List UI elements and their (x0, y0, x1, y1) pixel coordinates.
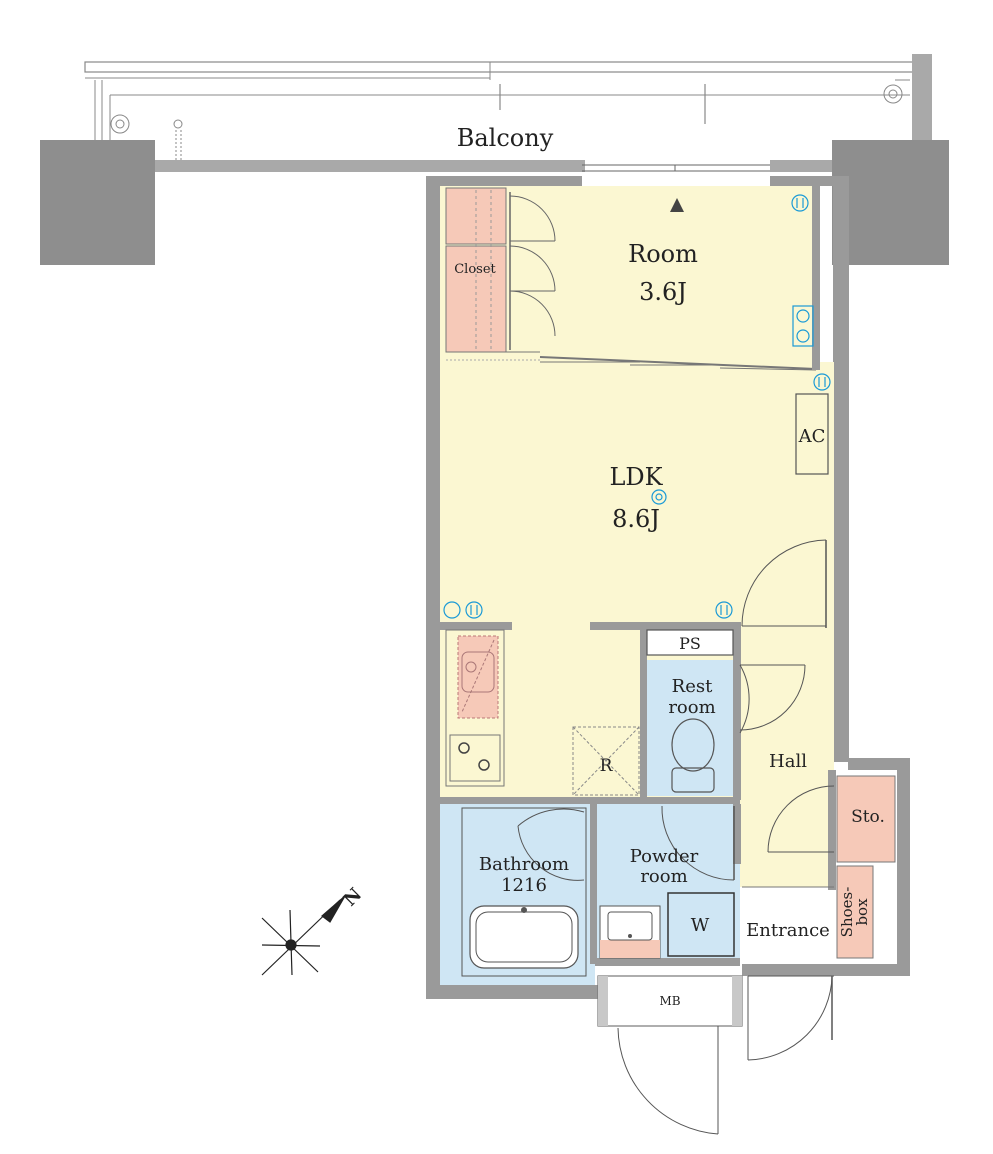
bathroom-fixtures (461, 807, 587, 977)
fridge-space (572, 726, 640, 796)
powder-room-label-1: Powder (630, 846, 699, 867)
column-right (832, 140, 949, 265)
storage-box (836, 775, 896, 863)
room-partition (539, 164, 820, 371)
outlet-icon (791, 194, 809, 212)
washer-space (667, 892, 735, 957)
fridge-label: R (600, 756, 614, 776)
rest-room-area (647, 660, 739, 796)
window-arrow-icon (670, 198, 684, 212)
mb-box (597, 975, 743, 1135)
interior-walls (440, 622, 836, 966)
room-size-label: 3.6J (639, 278, 687, 306)
ac-unit (795, 393, 829, 475)
hall-entrance (742, 775, 896, 1061)
shoes-box-label-1: Shoes- (838, 887, 856, 938)
washer-label: W (691, 915, 710, 936)
kitchen (440, 622, 640, 796)
burner-icon (478, 759, 490, 771)
rest-room-label-2: room (668, 697, 715, 718)
ldk-label: LDK (609, 463, 663, 491)
room-label: Room (628, 240, 698, 268)
hall-area (740, 625, 834, 887)
column-left (40, 140, 155, 265)
outer-walls (426, 176, 910, 999)
powder-room-fixtures (599, 805, 735, 959)
powder-room-label-2: room (640, 866, 687, 887)
outlet-icon (715, 601, 733, 619)
hall-label: Hall (769, 751, 807, 772)
ldk-door (741, 539, 827, 628)
closet-label: Closet (454, 262, 496, 277)
north-label: N (340, 884, 366, 910)
mb-label: MB (659, 994, 680, 1008)
closet (445, 187, 556, 361)
bathroom-size-label: 1216 (501, 875, 547, 896)
shoes-box-label-2: box (853, 898, 871, 926)
rest-room-label-1: Rest (672, 676, 713, 697)
bathroom-label: Bathroom (479, 854, 569, 875)
outlet-icon (792, 305, 814, 347)
labels: Balcony Room 3.6J Closet LDK 8.6J AC PS … (340, 124, 885, 1008)
entrance-label: Entrance (746, 920, 830, 941)
entrance-area (742, 887, 834, 964)
ceiling-light-icon (651, 489, 667, 505)
toilet (671, 664, 806, 793)
compass-icon (261, 895, 346, 976)
ps-label: PS (679, 634, 701, 653)
shoes-box (836, 865, 874, 959)
ldk-size-label: 8.6J (612, 505, 660, 533)
outlet-icon (443, 601, 483, 619)
ps-box (646, 629, 734, 656)
ac-label: AC (798, 426, 826, 447)
balcony-area (40, 54, 949, 265)
sto-label: Sto. (851, 807, 885, 827)
outlets (443, 194, 831, 619)
outlet-icon (813, 373, 831, 391)
burner-icon (458, 742, 470, 754)
balcony-label: Balcony (457, 124, 554, 152)
